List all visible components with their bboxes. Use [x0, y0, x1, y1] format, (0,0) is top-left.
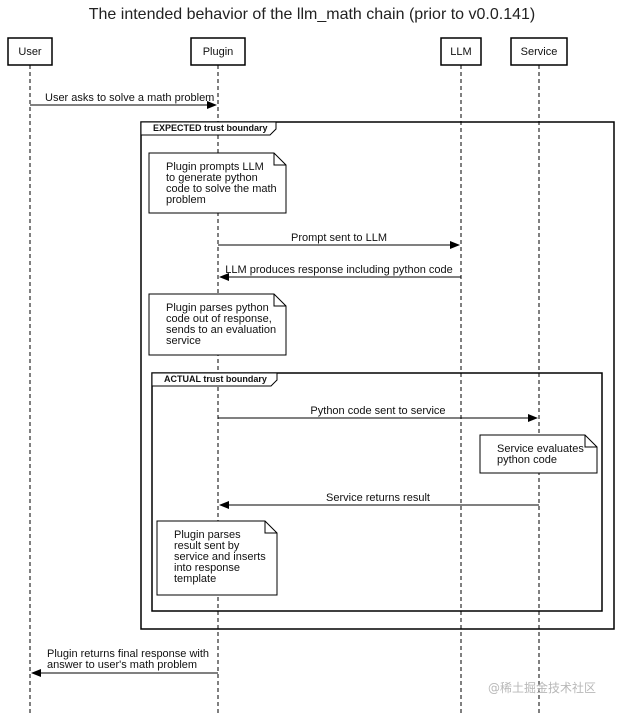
expected-frame-label: EXPECTED trust boundary: [153, 123, 268, 133]
message-python-sent-label: Python code sent to service: [310, 405, 445, 417]
note-4-line-4: into response: [174, 562, 240, 574]
note-1-line-4: problem: [166, 194, 206, 206]
actual-trust-boundary-frame: ACTUAL trust boundary: [151, 372, 603, 612]
participant-plugin: Plugin: [190, 37, 246, 66]
note-plugin-parses-python: Plugin parses python code out of respons…: [148, 293, 287, 356]
participant-plugin-label: Plugin: [203, 46, 234, 58]
note-4-line-5: template: [174, 573, 216, 585]
note-service-evaluates: Service evaluates python code: [479, 434, 598, 474]
message-user-asks-label: User asks to solve a math problem: [45, 92, 214, 104]
message-user-asks: User asks to solve a math problem: [30, 92, 217, 109]
actual-frame-label: ACTUAL trust boundary: [164, 374, 267, 384]
message-prompt-sent: Prompt sent to LLM: [218, 232, 460, 249]
message-llm-response-label: LLM produces response including python c…: [225, 264, 452, 276]
message-prompt-sent-label: Prompt sent to LLM: [291, 232, 387, 244]
message-service-returns: Service returns result: [219, 492, 539, 509]
note-2-line-1: Plugin parses python: [166, 302, 269, 314]
note-1-line-1: Plugin prompts LLM: [166, 161, 264, 173]
note-1-line-3: code to solve the math: [166, 183, 277, 195]
message-service-returns-label: Service returns result: [326, 492, 430, 504]
message-plugin-returns-line-1: Plugin returns final response with: [47, 648, 209, 660]
message-llm-response: LLM produces response including python c…: [219, 264, 461, 281]
note-3-line-1: Service evaluates: [497, 443, 584, 455]
participant-llm-label: LLM: [450, 46, 471, 58]
watermark-text: @稀土掘金技术社区: [488, 680, 596, 695]
note-4-line-1: Plugin parses: [174, 529, 241, 541]
participant-service-label: Service: [521, 46, 558, 58]
note-plugin-parses-result: Plugin parses result sent by service and…: [156, 520, 278, 596]
participant-user-label: User: [18, 46, 42, 58]
note-2-line-2: code out of response,: [166, 313, 272, 325]
note-2-line-4: service: [166, 335, 201, 347]
diagram-title: The intended behavior of the llm_math ch…: [89, 6, 535, 23]
message-plugin-returns-line-2: answer to user's math problem: [47, 659, 197, 671]
note-4-line-3: service and inserts: [174, 551, 266, 563]
note-3-line-2: python code: [497, 454, 557, 466]
lifelines: [29, 65, 540, 713]
note-plugin-prompts-llm: Plugin prompts LLM to generate python co…: [148, 152, 287, 214]
message-plugin-returns: Plugin returns final response with answe…: [31, 648, 218, 677]
note-4-line-2: result sent by: [174, 540, 240, 552]
participant-llm: LLM: [440, 37, 482, 66]
message-python-sent: Python code sent to service: [218, 405, 538, 422]
participant-user: User: [7, 37, 53, 66]
expected-trust-boundary-frame: EXPECTED trust boundary: [140, 121, 615, 630]
note-1-line-2: to generate python: [166, 172, 258, 184]
note-2-line-3: sends to an evaluation: [166, 324, 276, 336]
participant-service: Service: [510, 37, 568, 66]
